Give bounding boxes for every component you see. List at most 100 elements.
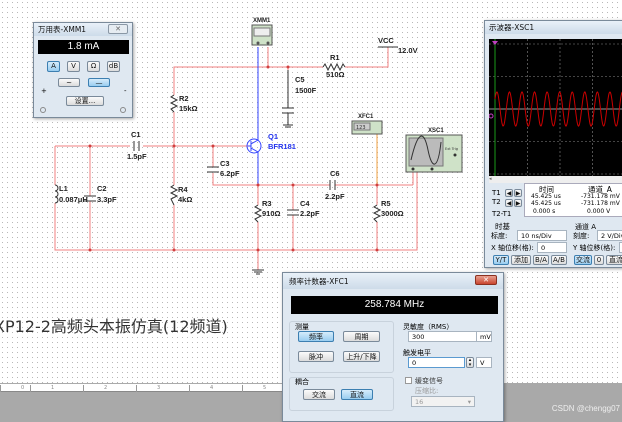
zero-coupling-button[interactable]: 0 bbox=[594, 255, 604, 265]
ruler-tick: 1 bbox=[30, 385, 54, 392]
ac-coupling-button[interactable]: 交流 bbox=[574, 255, 592, 265]
l1-inductor bbox=[54, 184, 59, 204]
add-button[interactable]: 添加 bbox=[511, 255, 531, 265]
oscilloscope-titlebar[interactable]: 示波器-XSC1 bbox=[485, 21, 622, 34]
wires bbox=[54, 47, 418, 270]
r5-label: R5 bbox=[381, 199, 391, 208]
y-position-input[interactable]: 0 bbox=[619, 242, 622, 253]
r2-resistor bbox=[169, 94, 179, 113]
trigger-level-input[interactable]: 0 bbox=[408, 357, 465, 368]
settings-button[interactable]: 设置... bbox=[66, 96, 104, 106]
t2-left-arrow-button[interactable]: ◀ bbox=[505, 199, 513, 207]
mode-db-button[interactable]: dB bbox=[107, 61, 120, 72]
watermark: CSDN @chengg07 bbox=[551, 404, 620, 413]
ac-button[interactable]: 交流 bbox=[303, 389, 335, 400]
xmm1-instrument[interactable] bbox=[251, 24, 273, 46]
vcc-label: VCC bbox=[378, 36, 394, 45]
timebase-group-label: 时基 bbox=[495, 222, 510, 231]
compression-value: 16 bbox=[415, 398, 424, 406]
counter-titlebar[interactable]: 频率计数器-XFC1 bbox=[283, 273, 503, 289]
t1-cha: -731.178 mV bbox=[581, 193, 620, 200]
mode-v-button[interactable]: V bbox=[67, 61, 80, 72]
multimeter-title: 万用表-XMM1 bbox=[38, 25, 87, 34]
sensitivity-input[interactable]: 300 bbox=[408, 331, 478, 342]
r2-value: 15kΩ bbox=[179, 104, 198, 113]
cursor-readout: 时间 通道_A 45.425 us -731.178 mV 45.425 us … bbox=[524, 183, 622, 217]
multimeter-titlebar[interactable]: 万用表-XMM1 bbox=[34, 23, 132, 36]
c3-value: 6.2pF bbox=[220, 169, 240, 178]
yt-button[interactable]: Y/T bbox=[493, 255, 509, 265]
close-button[interactable]: ✕ bbox=[108, 24, 128, 34]
c4-value: 2.2pF bbox=[300, 209, 320, 218]
trigger-unit[interactable]: V bbox=[476, 357, 492, 368]
t1-right-arrow-button[interactable]: ▶ bbox=[514, 189, 522, 197]
q1-transistor[interactable] bbox=[246, 138, 262, 154]
minus-terminal-label: - bbox=[124, 87, 127, 95]
c3-label: C3 bbox=[220, 159, 230, 168]
xsc-label: XSC1 bbox=[428, 128, 444, 134]
ground-symbol bbox=[252, 269, 264, 275]
trigger-level-label: 触发电平 bbox=[403, 349, 431, 357]
a-over-b-button[interactable]: A/B bbox=[551, 255, 567, 265]
r2-label: R2 bbox=[179, 94, 189, 103]
components bbox=[54, 46, 398, 275]
r1-value: 510Ω bbox=[326, 70, 345, 79]
sensitivity-unit[interactable]: mV bbox=[476, 331, 492, 342]
r4-label: R4 bbox=[178, 185, 188, 194]
c2-capacitor bbox=[84, 195, 96, 202]
close-button[interactable]: ✕ bbox=[475, 275, 497, 285]
t2-right-arrow-button[interactable]: ▶ bbox=[514, 199, 522, 207]
measure-group-label: 测量 bbox=[295, 323, 309, 331]
r5-resistor bbox=[372, 204, 382, 223]
time-header: 时间 bbox=[539, 185, 554, 194]
c6-value: 2.2pF bbox=[325, 192, 345, 201]
t2-time: 45.425 us bbox=[531, 200, 561, 207]
dt-time: 0.000 s bbox=[533, 208, 556, 215]
sensitivity-label: 灵敏度（RMS） bbox=[403, 323, 454, 331]
timebase-scale-input[interactable]: 10 ns/Div bbox=[517, 230, 567, 241]
coupling-group-label: 耦合 bbox=[295, 378, 309, 386]
xfc-display-label: 123 bbox=[356, 125, 366, 131]
channel-a-trace bbox=[494, 91, 622, 127]
c1-value: 1.5pF bbox=[127, 152, 147, 161]
counter-window: 频率计数器-XFC1 ✕ 258.784 MHz 测量 频率 周期 脉冲 上升/… bbox=[282, 272, 504, 422]
xfc1-instrument[interactable]: 123 bbox=[351, 120, 383, 135]
frequency-button[interactable]: 频率 bbox=[298, 331, 334, 342]
compression-select[interactable]: 16▾ bbox=[411, 396, 475, 407]
ruler-tick: 3 bbox=[136, 385, 160, 392]
trigger-spinner[interactable]: ▴▾ bbox=[466, 357, 474, 368]
xsc1-instrument[interactable]: Ext Trig bbox=[405, 134, 463, 173]
dc-wave-button[interactable]: — bbox=[88, 78, 110, 87]
c5-label: C5 bbox=[295, 75, 305, 84]
period-button[interactable]: 周期 bbox=[343, 331, 380, 342]
dc-button[interactable]: 直流 bbox=[341, 389, 373, 400]
minus-terminal-icon bbox=[120, 107, 126, 113]
y-position-label: Y 轴位移(格): bbox=[573, 244, 616, 252]
ac-wave-button[interactable]: ~ bbox=[58, 78, 80, 87]
slow-change-label: 缓变信号 bbox=[415, 377, 443, 385]
x-position-label: X 轴位移(格): bbox=[491, 244, 534, 252]
slow-change-checkbox[interactable] bbox=[405, 377, 412, 384]
channel-a-group-label: 通道 A bbox=[575, 223, 597, 231]
mode-ohm-button[interactable]: Ω bbox=[87, 61, 100, 72]
r3-resistor bbox=[253, 204, 263, 223]
b-over-a-button[interactable]: B/A bbox=[533, 255, 549, 265]
t1-time: 45.425 us bbox=[531, 193, 561, 200]
t1-left-arrow-button[interactable]: ◀ bbox=[505, 189, 513, 197]
dc-coupling-button[interactable]: 直流 bbox=[606, 255, 622, 265]
channel-scale-input[interactable]: 2 V/Div bbox=[597, 230, 622, 241]
xmm-label: XMM1 bbox=[253, 18, 271, 24]
q1-label: Q1 bbox=[268, 132, 278, 141]
ext-trig-label: Ext Trig bbox=[445, 147, 458, 151]
xfc-label: XFC1 bbox=[358, 114, 374, 120]
scope-scrollbar[interactable]: ◂ bbox=[489, 176, 622, 183]
r3-label: R3 bbox=[262, 199, 272, 208]
ruler-tick: 0 bbox=[0, 385, 24, 392]
x-position-input[interactable]: 0 bbox=[537, 242, 567, 253]
c4-capacitor bbox=[287, 209, 299, 216]
rise-fall-button[interactable]: 上升/下降 bbox=[343, 351, 380, 362]
mode-a-button[interactable]: A bbox=[47, 61, 60, 72]
pulse-button[interactable]: 脉冲 bbox=[298, 351, 334, 362]
channel-a-header: 通道_A bbox=[588, 185, 612, 194]
